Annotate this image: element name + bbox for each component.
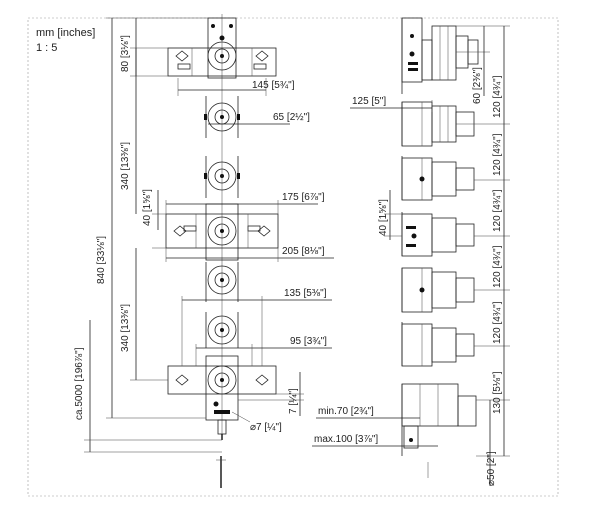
dim-80-inch: 3⅛": [120, 37, 131, 55]
side-dim-120-e-label: 120: [492, 327, 503, 344]
side-dim-max100-inch: 3⅞": [358, 434, 376, 445]
dim-840-inch: 33⅛": [96, 238, 107, 261]
dim-7-label: 7: [288, 408, 299, 414]
dim-205-inch: 8⅛": [304, 246, 322, 257]
side-module-1: [401, 17, 479, 83]
drawing-frame: [27, 17, 559, 497]
side-dim-dia50-label: ⌀50: [486, 468, 497, 486]
side-view: 60 [2⅜"] 120 [4¾"] 120 [4¾"] 120 [4¾"] 1…: [312, 17, 510, 486]
module-5: [205, 262, 239, 302]
dim-340-bot-inch: 13⅜": [120, 306, 131, 329]
svg-text:120 [4¾"]: 120 [4¾"]: [492, 133, 503, 176]
side-dim-120-a-label: 120: [492, 101, 503, 118]
side-dim-130-inch: 5⅛": [492, 374, 503, 392]
dim-95-label: 95: [290, 336, 302, 347]
svg-text:145 [5¾"]: 145 [5¾"]: [252, 80, 295, 91]
dim-5000-inch: 196⅞": [74, 350, 85, 379]
dim-40-inch: 1⅝": [142, 191, 153, 209]
svg-text:max.100 [3⅞"]: max.100 [3⅞"]: [314, 434, 378, 445]
scale-label: 1 : 5: [36, 42, 57, 54]
dim-340-top-inch: 13⅜": [120, 144, 131, 167]
svg-text:min.70 [2¾"]: min.70 [2¾"]: [318, 406, 374, 417]
svg-text:120 [4¾"]: 120 [4¾"]: [492, 189, 503, 232]
svg-text:340 [13⅜"]: 340 [13⅜"]: [120, 304, 131, 352]
dim-5000-label: ca.5000: [74, 384, 85, 420]
dim-80-label: 80: [120, 60, 131, 72]
svg-text:135 [5⅜"]: 135 [5⅜"]: [284, 288, 327, 299]
dim-175-label: 175: [282, 192, 299, 203]
dim-7-inch: ¼": [287, 391, 299, 403]
dim-dia7-inch: ¼": [267, 421, 279, 433]
side-dim-130-label: 130: [492, 397, 503, 414]
side-dim-125-label: 125: [352, 96, 369, 107]
top-module: [167, 17, 277, 79]
dim-65-label: 65: [273, 112, 285, 123]
dim-175-inch: 6⅞": [304, 192, 322, 203]
dim-dia7-label: ⌀7: [250, 422, 262, 433]
side-dim-120-c-label: 120: [492, 215, 503, 232]
svg-text:175 [6⅞"]: 175 [6⅞"]: [282, 192, 325, 203]
side-dim-120-d-inch: 4¾": [492, 248, 503, 266]
svg-text:120 [4¾"]: 120 [4¾"]: [492, 301, 503, 344]
side-dim-125-inch: 5": [374, 96, 384, 107]
svg-text:40 [1⅝"]: 40 [1⅝"]: [378, 199, 389, 236]
dim-135-inch: 5⅜": [306, 288, 324, 299]
module-2: [204, 96, 240, 138]
side-module-6: [401, 323, 475, 367]
dim-340-top-label: 340: [120, 173, 131, 190]
svg-text:120 [4¾"]: 120 [4¾"]: [492, 75, 503, 118]
svg-text:65 [2½"]: 65 [2½"]: [273, 112, 310, 123]
dim-840-label: 840: [96, 267, 107, 284]
svg-text:40 [1⅝"]: 40 [1⅝"]: [142, 189, 153, 226]
svg-text:⌀7 [¼"]: ⌀7 [¼"]: [250, 421, 282, 433]
svg-text:7 [¼"]: 7 [¼"]: [287, 388, 299, 414]
dim-135-label: 135: [284, 288, 301, 299]
dim-205-label: 205: [282, 246, 299, 257]
side-dim-40-label: 40: [378, 224, 389, 236]
module-3: [204, 156, 240, 198]
side-dim-max100-label: max.100: [314, 434, 353, 445]
side-module-5: [401, 267, 475, 313]
dim-95-inch: 3¾": [307, 336, 325, 347]
side-dim-dia50-inch: 2": [486, 454, 497, 464]
dim-40-label: 40: [142, 214, 153, 226]
svg-text:ca.5000 [196⅞"]: ca.5000 [196⅞"]: [74, 347, 85, 420]
side-dim-60-inch: 2⅜": [472, 69, 483, 87]
cable: [216, 456, 226, 488]
side-dim-120-d-label: 120: [492, 271, 503, 288]
side-dim-40-inch: 1⅝": [378, 201, 389, 219]
side-dim-120-b-inch: 4¾": [492, 136, 503, 154]
svg-text:120 [4¾"]: 120 [4¾"]: [492, 245, 503, 288]
svg-text:205 [8⅛"]: 205 [8⅛"]: [282, 246, 325, 257]
svg-text:60 [2⅜"]: 60 [2⅜"]: [472, 67, 483, 104]
dim-145-label: 145: [252, 80, 269, 91]
module-6: [205, 312, 239, 348]
front-view: 80 [3⅛"] 340 [13⅜"] 840 [33⅛"] 40 [1⅝"] …: [74, 14, 334, 488]
svg-text:95 [3¾"]: 95 [3¾"]: [290, 336, 327, 347]
side-dim-min70-label: min.70: [318, 406, 348, 417]
svg-text:125 [5"]: 125 [5"]: [352, 96, 386, 107]
units-label: mm [inches]: [36, 27, 95, 39]
svg-text:340 [13⅜"]: 340 [13⅜"]: [120, 142, 131, 190]
side-dim-120-a-inch: 4¾": [492, 78, 503, 96]
side-module-2: [401, 101, 475, 147]
dim-145-inch: 5¾": [274, 80, 292, 91]
svg-text:840 [33⅛"]: 840 [33⅛"]: [96, 236, 107, 284]
side-module-bottom: [401, 383, 477, 478]
side-dim-120-b-label: 120: [492, 159, 503, 176]
side-dim-120-e-inch: 4¾": [492, 304, 503, 322]
side-module-4: [401, 213, 475, 257]
side-module-3: [401, 157, 475, 201]
side-dim-min70-inch: 2¾": [354, 406, 372, 417]
svg-text:⌀50 [2"]: ⌀50 [2"]: [486, 451, 497, 486]
dim-65-inch: 2½": [290, 112, 308, 123]
side-dim-60-label: 60: [472, 92, 483, 104]
dim-340-bot-label: 340: [120, 335, 131, 352]
svg-text:80 [3⅛"]: 80 [3⅛"]: [120, 35, 131, 72]
bottom-module: [167, 355, 277, 440]
svg-text:130 [5⅛"]: 130 [5⅛"]: [492, 371, 503, 414]
side-dim-120-c-inch: 4¾": [492, 192, 503, 210]
